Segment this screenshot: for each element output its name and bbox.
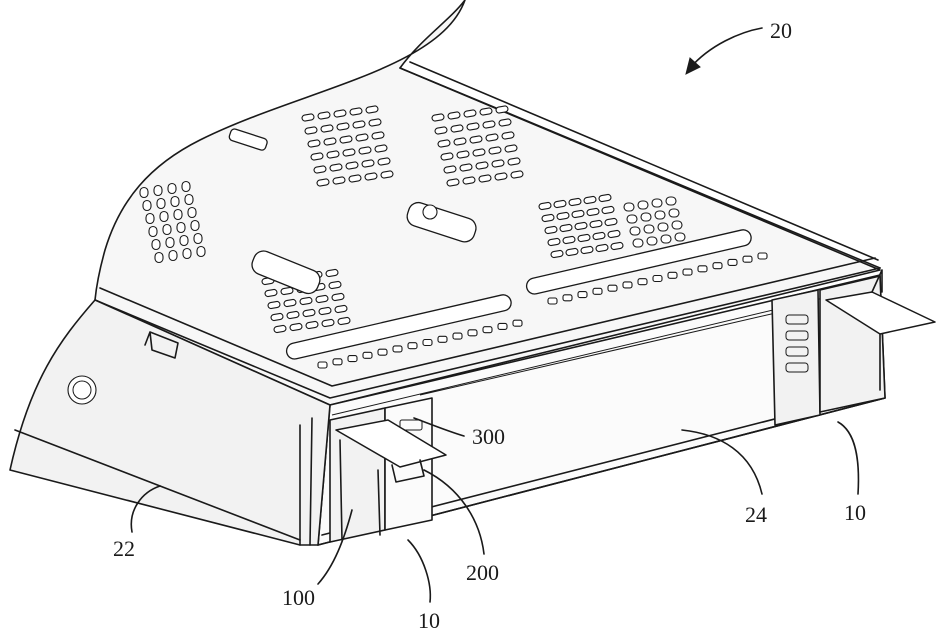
vent-hole [658,223,668,231]
rim-hole [668,272,677,278]
rim-hole [743,256,752,262]
label-front-panel: 24 [745,502,767,527]
vent-hole [638,201,648,209]
vent-hole [169,251,177,261]
rim-hole [363,352,372,358]
rim-hole [408,343,417,349]
vent-hole [188,208,196,218]
vent-hole [182,182,190,192]
rim-hole [623,282,632,288]
label-rail-right: 10 [844,500,866,525]
vent-hole [197,247,205,257]
side-port-icon [68,376,96,404]
vent-hole [140,188,148,198]
rim-hole [453,333,462,339]
vent-hole [146,214,154,224]
rim-hole [638,279,647,285]
rim-hole [593,288,602,294]
vent-hole [624,203,634,211]
rim-hole [318,362,327,368]
leader-10-left [408,540,430,602]
vent-hole [647,237,657,245]
vent-hole [644,225,654,233]
label-latch-slot: 300 [472,424,505,449]
leader-10-right [838,422,858,494]
rim-hole [483,327,492,333]
vent-hole [669,209,679,217]
vent-hole [157,199,165,209]
label-latch-body: 100 [282,585,315,610]
rim-hole [713,263,722,269]
vent-hole [630,227,640,235]
leader-20 [690,28,762,68]
rim-hole [653,276,662,282]
label-assembly: 20 [770,18,792,43]
rim-hole [498,323,507,329]
vent-hole [166,238,174,248]
rim-hole [423,340,432,346]
vent-hole [177,223,185,233]
rim-hole [548,298,557,304]
label-latch-tab: 200 [466,560,499,585]
rim-hole [438,336,447,342]
rim-hole [333,359,342,365]
rim-hole [393,346,402,352]
vent-hole [152,240,160,250]
vent-hole [171,197,179,207]
label-side-panel: 22 [113,536,135,561]
vent-hole [154,186,162,196]
vent-hole [191,221,199,231]
vent-hole [675,233,685,241]
right-latch-slot [772,290,820,425]
vent-hole [180,236,188,246]
vent-hole [655,211,665,219]
rim-hole [683,269,692,275]
vent-hole [194,234,202,244]
vent-hole [143,201,151,211]
rim-hole [698,266,707,272]
vent-hole [672,221,682,229]
vent-hole [661,235,671,243]
rim-hole [728,259,737,265]
vent-hole [174,210,182,220]
vent-hole [627,215,637,223]
vent-hole [168,184,176,194]
vent-hole [641,213,651,221]
vent-hole [185,195,193,205]
rim-hole [348,356,357,362]
vent-hole [163,225,171,235]
vent-hole [652,199,662,207]
rim-hole [378,349,387,355]
rim-hole [758,253,767,259]
rim-hole [513,320,522,326]
vent-hole [633,239,643,247]
vent-hole [155,253,163,263]
rim-hole [468,330,477,336]
vent-hole [160,212,168,222]
vent-hole [149,227,157,237]
rim-hole [578,292,587,298]
top-center-boss [423,205,437,219]
vent-hole [183,249,191,259]
label-rail-left: 10 [418,608,440,633]
vent-hole [666,197,676,205]
rim-hole [608,285,617,291]
rim-hole [563,295,572,301]
